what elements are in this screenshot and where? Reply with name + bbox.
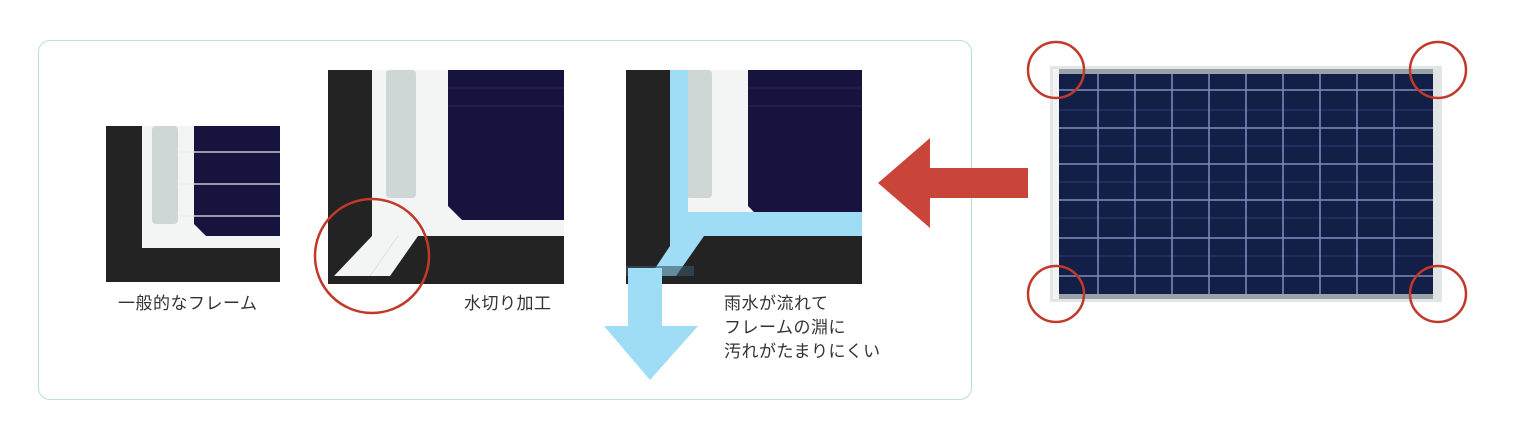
result-line-3: 汚れがたまりにくい — [724, 342, 881, 362]
drain-frame-diagram — [328, 70, 564, 284]
highlight-circle-icon — [313, 197, 431, 315]
highlight-circle-icon — [1026, 264, 1086, 324]
result-line-1: 雨水が流れて — [724, 294, 829, 314]
water-flow-arrow-icon — [604, 268, 698, 380]
general-frame-diagram — [106, 126, 280, 282]
water-flow-diagram — [626, 70, 862, 284]
comparison-panel — [38, 40, 972, 400]
result-line-2: フレームの淵に — [724, 318, 846, 338]
highlight-circle-icon — [1408, 264, 1468, 324]
general-frame-label: 一般的なフレーム — [118, 294, 258, 314]
direction-arrow-icon — [878, 138, 1028, 228]
drain-process-label: 水切り加工 — [464, 294, 552, 314]
solar-panel-image — [1050, 66, 1442, 302]
highlight-circle-icon — [1026, 40, 1086, 100]
highlight-circle-icon — [1408, 40, 1468, 100]
corner-circles — [1026, 40, 1468, 324]
